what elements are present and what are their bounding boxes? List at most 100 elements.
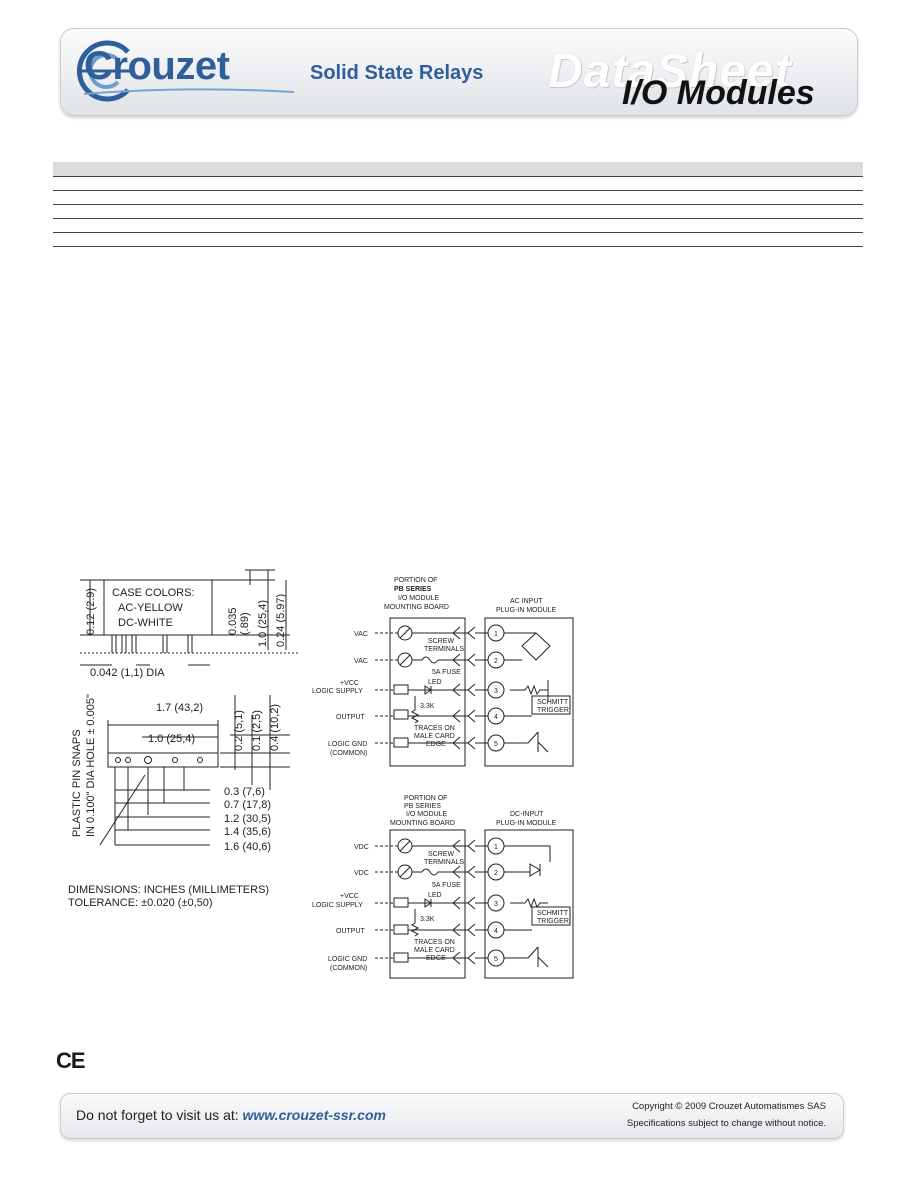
plastic-pin-note-2: IN 0.100" DIA HOLE ± 0.005" [85, 694, 97, 837]
ac-pin-1: 1 [494, 631, 498, 638]
datasheet-watermark: DataSheet [548, 45, 792, 98]
ac-board-title-2: PB SERIES [394, 586, 432, 593]
dim-1-0-height: 1.0 (25,4) [257, 600, 269, 647]
plastic-pin-note-1: PLASTIC PIN SNAPS [71, 729, 83, 837]
ac-label-output: OUTPUT [336, 714, 366, 721]
copyright-text: Copyright © 2009 Crouzet Automatismes SA… [632, 1101, 826, 1112]
dc-screw-terminals-2: TERMINALS [424, 859, 464, 866]
dc-pin-3: 3 [494, 901, 498, 908]
dim-0-2: 0.2 (5,1) [233, 710, 245, 751]
dc-label-vcc: +VCC [340, 893, 359, 900]
ac-led: LED [428, 679, 442, 686]
ce-mark-icon: CE [56, 1048, 86, 1073]
dc-module-title-2: PLUG-IN MODULE [496, 820, 557, 827]
dim-0-12: 0.12 (2.9) [85, 588, 97, 635]
ac-module-title-1: AC INPUT [510, 598, 543, 605]
disclaimer-text: Specifications subject to change without… [626, 1118, 826, 1129]
note-dimensions: DIMENSIONS: INCHES (MILLIMETERS) [68, 884, 269, 896]
table-row [53, 233, 863, 247]
dc-board-title-2: PB SERIES [404, 803, 441, 810]
dc-label-logic-gnd: LOGIC GND [328, 956, 367, 963]
dc-schmitt-2: TRIGGER [537, 918, 569, 925]
dc-pin-4: 4 [494, 928, 498, 935]
dim-0-035: 0.035 [227, 607, 239, 635]
note-tolerance: TOLERANCE: ±0.020 (±0,50) [68, 897, 213, 909]
dim-0-7: 0.7 (17,8) [224, 799, 271, 811]
dc-board-title-4: MOUNTING BOARD [390, 820, 455, 827]
dc-resistor: 3.3K [420, 916, 435, 923]
dc-label-common: (COMMON) [330, 965, 367, 972]
ac-pin-4: 4 [494, 714, 498, 721]
dc-traces-2: MALE CARD [414, 947, 455, 954]
ac-label-vac-2: VAC [354, 658, 368, 665]
tagline: Solid State Relays [310, 62, 484, 84]
dim-1-7: 1.7 (43,2) [156, 702, 203, 714]
dc-board-title-3: I/O MODULE [406, 811, 448, 818]
dc-screw-terminals-1: SCREW [428, 851, 454, 858]
footer-visit: Do not forget to visit us at: www.crouze… [76, 1107, 386, 1123]
dim-0-1: 0.1 (2,5) [251, 710, 263, 751]
dc-module-title-1: DC-INPUT [510, 811, 544, 818]
table-row [53, 205, 863, 219]
dc-pin-2: 2 [494, 870, 498, 877]
ac-schmitt-1: SCHMITT [537, 699, 569, 706]
dc-label-output: OUTPUT [336, 928, 366, 935]
footer-bar [60, 1093, 844, 1139]
brand-name: Crouzet [84, 44, 230, 88]
dc-pin-5: 5 [494, 956, 498, 963]
ac-label-vac-1: VAC [354, 631, 368, 638]
case-colors-title: CASE COLORS: [112, 587, 195, 599]
ac-label-common: (COMMON) [330, 750, 367, 757]
ac-pin-5: 5 [494, 741, 498, 748]
dc-schmitt-1: SCHMITT [537, 910, 569, 917]
table-header [53, 162, 863, 176]
dim-1-2: 1.2 (30,5) [224, 813, 271, 825]
website-link[interactable]: www.crouzet-ssr.com [242, 1107, 386, 1123]
ac-board-title-3: I/O MODULE [398, 595, 440, 602]
visit-label: Do not forget to visit us at: [76, 1107, 239, 1123]
dim-0-24: 0.24 (5.97) [275, 594, 287, 647]
ac-label-logic-gnd: LOGIC GND [328, 741, 367, 748]
dim-1-4: 1.4 (35,6) [224, 826, 271, 838]
ac-pin-2: 2 [494, 658, 498, 665]
dc-led: LED [428, 892, 442, 899]
ac-schmitt-2: TRIGGER [537, 707, 569, 714]
header-banner [60, 28, 858, 116]
spec-table [53, 162, 863, 247]
ac-traces-3: EDGE [426, 741, 446, 748]
dc-traces-3: EDGE [426, 955, 446, 962]
case-color-dc: DC-WHITE [118, 617, 173, 629]
dc-fuse: 5A FUSE [432, 882, 461, 889]
dim-0-89: (.89) [239, 612, 251, 635]
table-row [53, 176, 863, 191]
ac-module-title-2: PLUG-IN MODULE [496, 607, 557, 614]
ac-board-title-4: MOUNTING BOARD [384, 604, 449, 611]
ac-pin-3: 3 [494, 688, 498, 695]
dim-0-3: 0.3 (7,6) [224, 786, 265, 798]
dim-pin-dia: 0.042 (1,1) DIA [90, 667, 165, 679]
dc-pin-1: 1 [494, 844, 498, 851]
brand-swoosh [84, 88, 294, 95]
table-row [53, 191, 863, 205]
dc-label-logic-supply: LOGIC SUPPLY [312, 902, 363, 909]
ac-label-vcc: +VCC [340, 680, 359, 687]
crouzet-logo-icon [77, 40, 132, 102]
dim-1-0-width: 1.0 (25,4) [148, 733, 195, 745]
ac-board-title-1: PORTION OF [394, 577, 437, 584]
dc-wiring-diagram: PORTION OF PB SERIES I/O MODULE MOUNTING… [312, 795, 574, 979]
ac-traces-2: MALE CARD [414, 733, 455, 740]
ac-screw-terminals-2: TERMINALS [424, 646, 464, 653]
ac-label-logic-supply: LOGIC SUPPLY [312, 688, 363, 695]
ac-screw-terminals-1: SCREW [428, 638, 454, 645]
dc-label-vdc-2: VDC [354, 870, 369, 877]
dc-label-vdc-1: VDC [354, 844, 369, 851]
ac-fuse: 5A FUSE [432, 669, 461, 676]
table-row [53, 219, 863, 233]
ac-wiring-diagram: PORTION OF PB SERIES I/O MODULE MOUNTING… [312, 577, 574, 767]
product-line-title: I/O Modules [622, 74, 815, 112]
dim-0-4: 0.4 (10,2) [269, 704, 281, 751]
dc-traces-1: TRACES ON [414, 939, 455, 946]
case-color-ac: AC-YELLOW [118, 602, 183, 614]
ac-resistor: 3.3K [420, 703, 435, 710]
dim-1-6: 1.6 (40,6) [224, 841, 271, 853]
